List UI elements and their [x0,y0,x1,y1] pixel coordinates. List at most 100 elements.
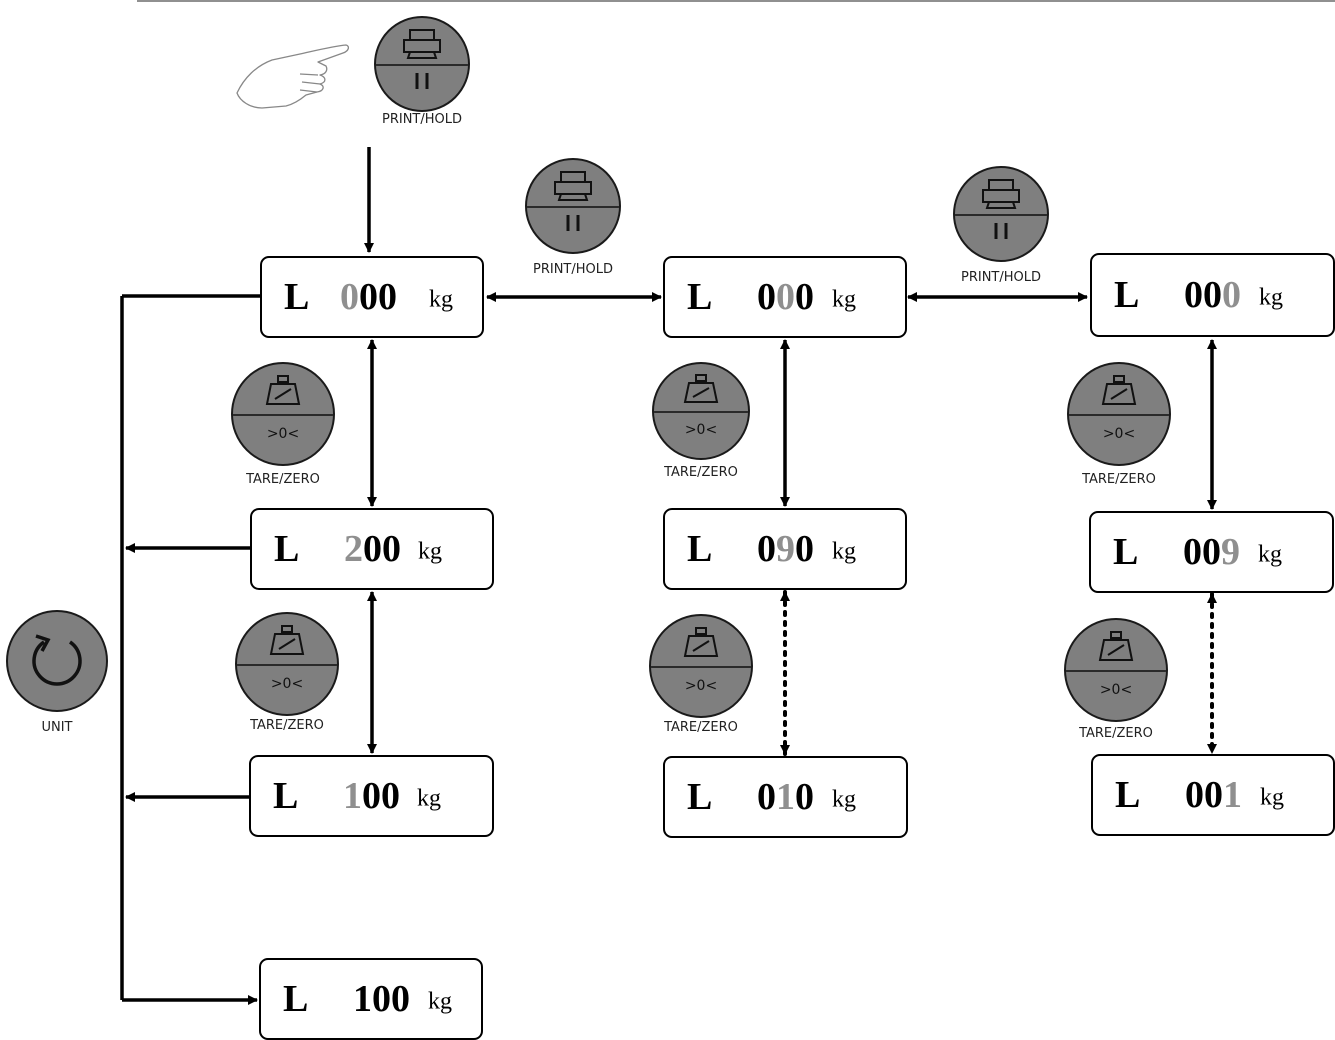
tare-zero-label: TARE/ZERO [246,472,320,487]
tare-zero-button-c1[interactable]: >0< TARE/ZERO [1057,362,1181,492]
display-unit: kg [1259,284,1283,311]
printer-icon [554,171,592,231]
tare-zero-button-c2[interactable]: >0< TARE/ZERO [1054,618,1178,748]
display-value: 100 [353,977,410,1021]
display-b2: L 090 kg [663,508,907,590]
display-c1: L 000 kg [1090,253,1335,337]
print-hold-label: PRINT/HOLD [381,112,462,127]
digit: 0 [378,276,397,318]
tare-zero-button-b2[interactable]: >0< TARE/ZERO [639,614,763,740]
tare-zero-button-a2[interactable]: >0< TARE/ZERO [225,612,349,742]
zero-symbol: >0< [685,678,717,694]
display-a1: L 000 kg [260,256,484,338]
display-value: 090 [757,527,814,571]
digit: 0 [795,528,814,570]
tare-zero-button-face: >0< [1067,362,1171,466]
display-letter: L [1114,274,1140,316]
display-unit: kg [1260,784,1284,811]
tare-zero-button-b1[interactable]: >0< TARE/ZERO [639,362,763,486]
weight-icon: >0< [683,627,719,694]
display-value: 000 [757,275,814,319]
display-unit: kg [418,538,442,565]
display-value: 001 [1185,773,1242,817]
display-unit: kg [832,286,856,313]
weight-icon: >0< [1101,375,1137,442]
display-a3: L 100 kg [249,755,494,837]
unit-button-face [6,610,108,712]
printer-icon [982,179,1020,239]
display-letter: L [687,276,713,318]
unit-label: UNIT [41,720,73,735]
digit: 1 [776,776,795,818]
display-letter: L [1115,774,1141,816]
digit: 1 [1223,774,1242,816]
digit: 0 [363,528,382,570]
tare-zero-label: TARE/ZERO [664,465,738,480]
display-unit: kg [417,785,441,812]
digit: 0 [1204,774,1223,816]
tare-zero-button-face: >0< [652,362,750,460]
zero-symbol: >0< [685,422,717,438]
weight-icon: >0< [269,625,305,692]
digit: 9 [1221,531,1240,573]
display-value: 100 [343,774,400,818]
display-letter: L [273,775,299,817]
print-hold-button-face [953,166,1049,262]
tare-zero-label: TARE/ZERO [664,720,738,735]
weight-icon: >0< [683,374,719,438]
printer-icon [403,29,441,89]
digit: 0 [362,775,381,817]
display-value: 009 [1183,530,1240,574]
print-hold-button-face [525,158,621,254]
display-c3: L 001 kg [1091,754,1335,836]
display-b1: L 000 kg [663,256,907,338]
print-hold-button-mid[interactable]: PRINT/HOLD [513,158,633,278]
tare-zero-label: TARE/ZERO [1079,726,1153,741]
digit: 0 [776,276,795,318]
display-c2: L 009 kg [1089,511,1334,593]
digit: 0 [757,528,776,570]
tare-zero-button-a1[interactable]: >0< TARE/ZERO [221,362,345,492]
digit: 0 [391,978,410,1020]
display-value: 200 [344,527,401,571]
digit: 0 [1183,531,1202,573]
display-letter: L [1113,531,1139,573]
unit-button[interactable]: UNIT [1,610,113,740]
digit: 0 [340,276,359,318]
digit: 0 [382,528,401,570]
display-unit: kg [832,786,856,813]
display-value: 000 [340,275,397,319]
tare-zero-button-face: >0< [235,612,339,716]
display-value: 010 [757,775,814,819]
display-a4: L 100 kg [259,958,483,1040]
tare-zero-label: TARE/ZERO [1082,472,1156,487]
tare-zero-button-face: >0< [649,614,753,718]
print-hold-label: PRINT/HOLD [960,270,1041,285]
digit: 0 [1184,274,1203,316]
tare-zero-button-face: >0< [1064,618,1168,722]
digit: 0 [1203,274,1222,316]
display-letter: L [283,978,309,1020]
display-unit: kg [428,988,452,1015]
print-hold-button-right[interactable]: PRINT/HOLD [941,166,1061,286]
digit: 1 [353,978,372,1020]
digit: 9 [776,528,795,570]
display-b3: L 010 kg [663,756,908,838]
digit: 0 [795,276,814,318]
digit: 0 [757,776,776,818]
zero-symbol: >0< [1100,682,1132,698]
digit: 0 [757,276,776,318]
digit: 2 [344,528,363,570]
print-hold-button-face [374,16,470,112]
hand-pointer-icon [236,44,350,109]
tare-zero-label: TARE/ZERO [250,718,324,733]
zero-symbol: >0< [267,426,299,442]
digit: 0 [359,276,378,318]
cycle-icon [32,634,82,686]
display-letter: L [687,776,713,818]
display-unit: kg [429,286,453,313]
digit: 0 [381,775,400,817]
display-unit: kg [1258,541,1282,568]
print-hold-button-top[interactable]: PRINT/HOLD [362,16,482,128]
